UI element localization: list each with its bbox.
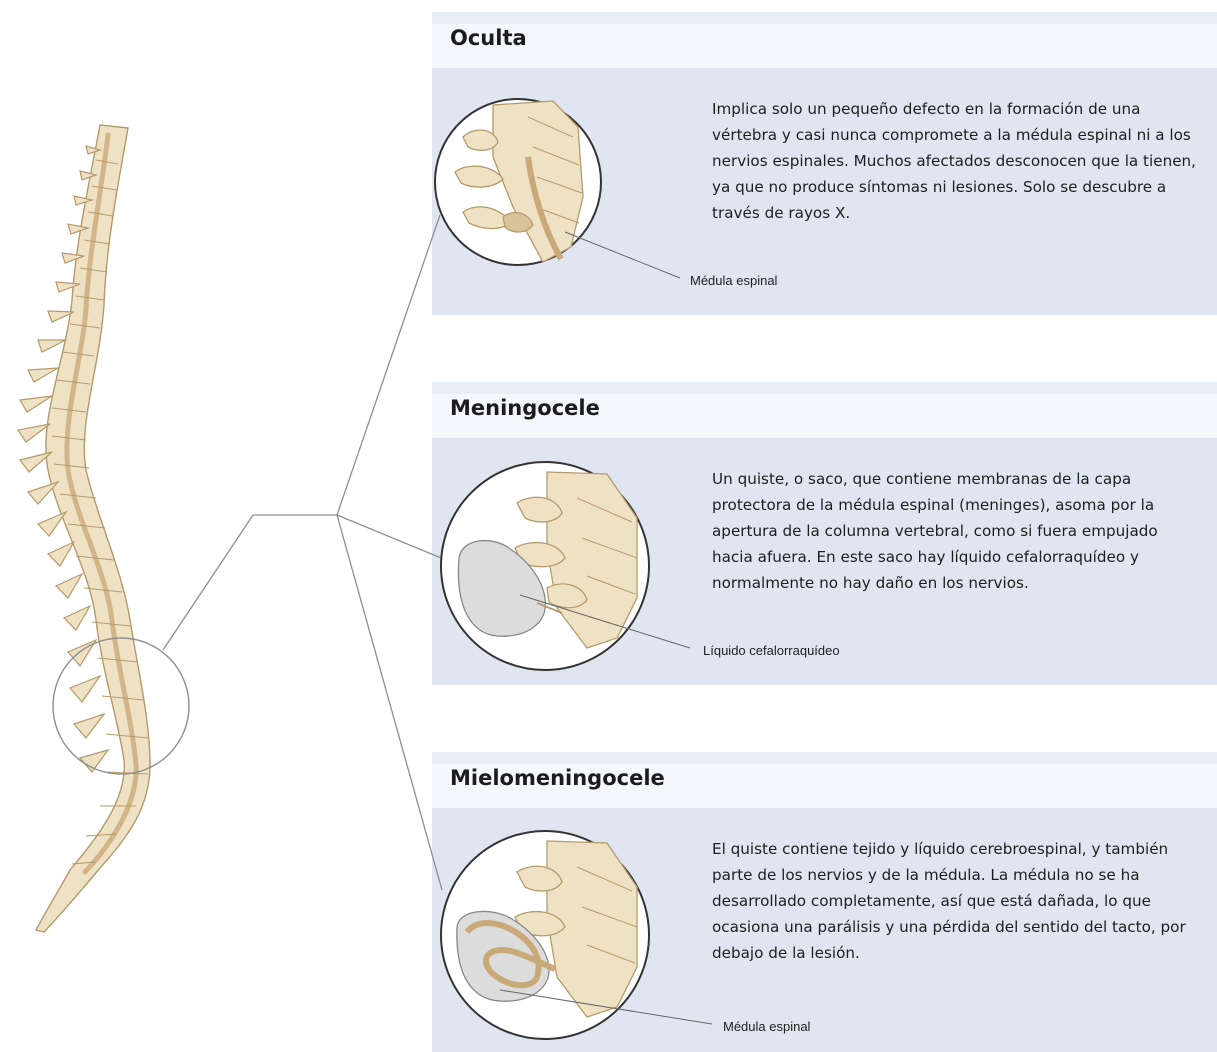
vertebral-column bbox=[18, 125, 150, 932]
zoom-circle-meningocele bbox=[437, 458, 653, 674]
callout-label-meningocele: Líquido cefalorraquídeo bbox=[703, 643, 840, 658]
zoom-circle-oculta bbox=[433, 97, 603, 267]
callout-label-oculta: Médula espinal bbox=[690, 273, 777, 288]
callout-label-mielomeningocele: Médula espinal bbox=[723, 1019, 810, 1034]
zoom-circle-mielomeningocele bbox=[437, 827, 653, 1043]
